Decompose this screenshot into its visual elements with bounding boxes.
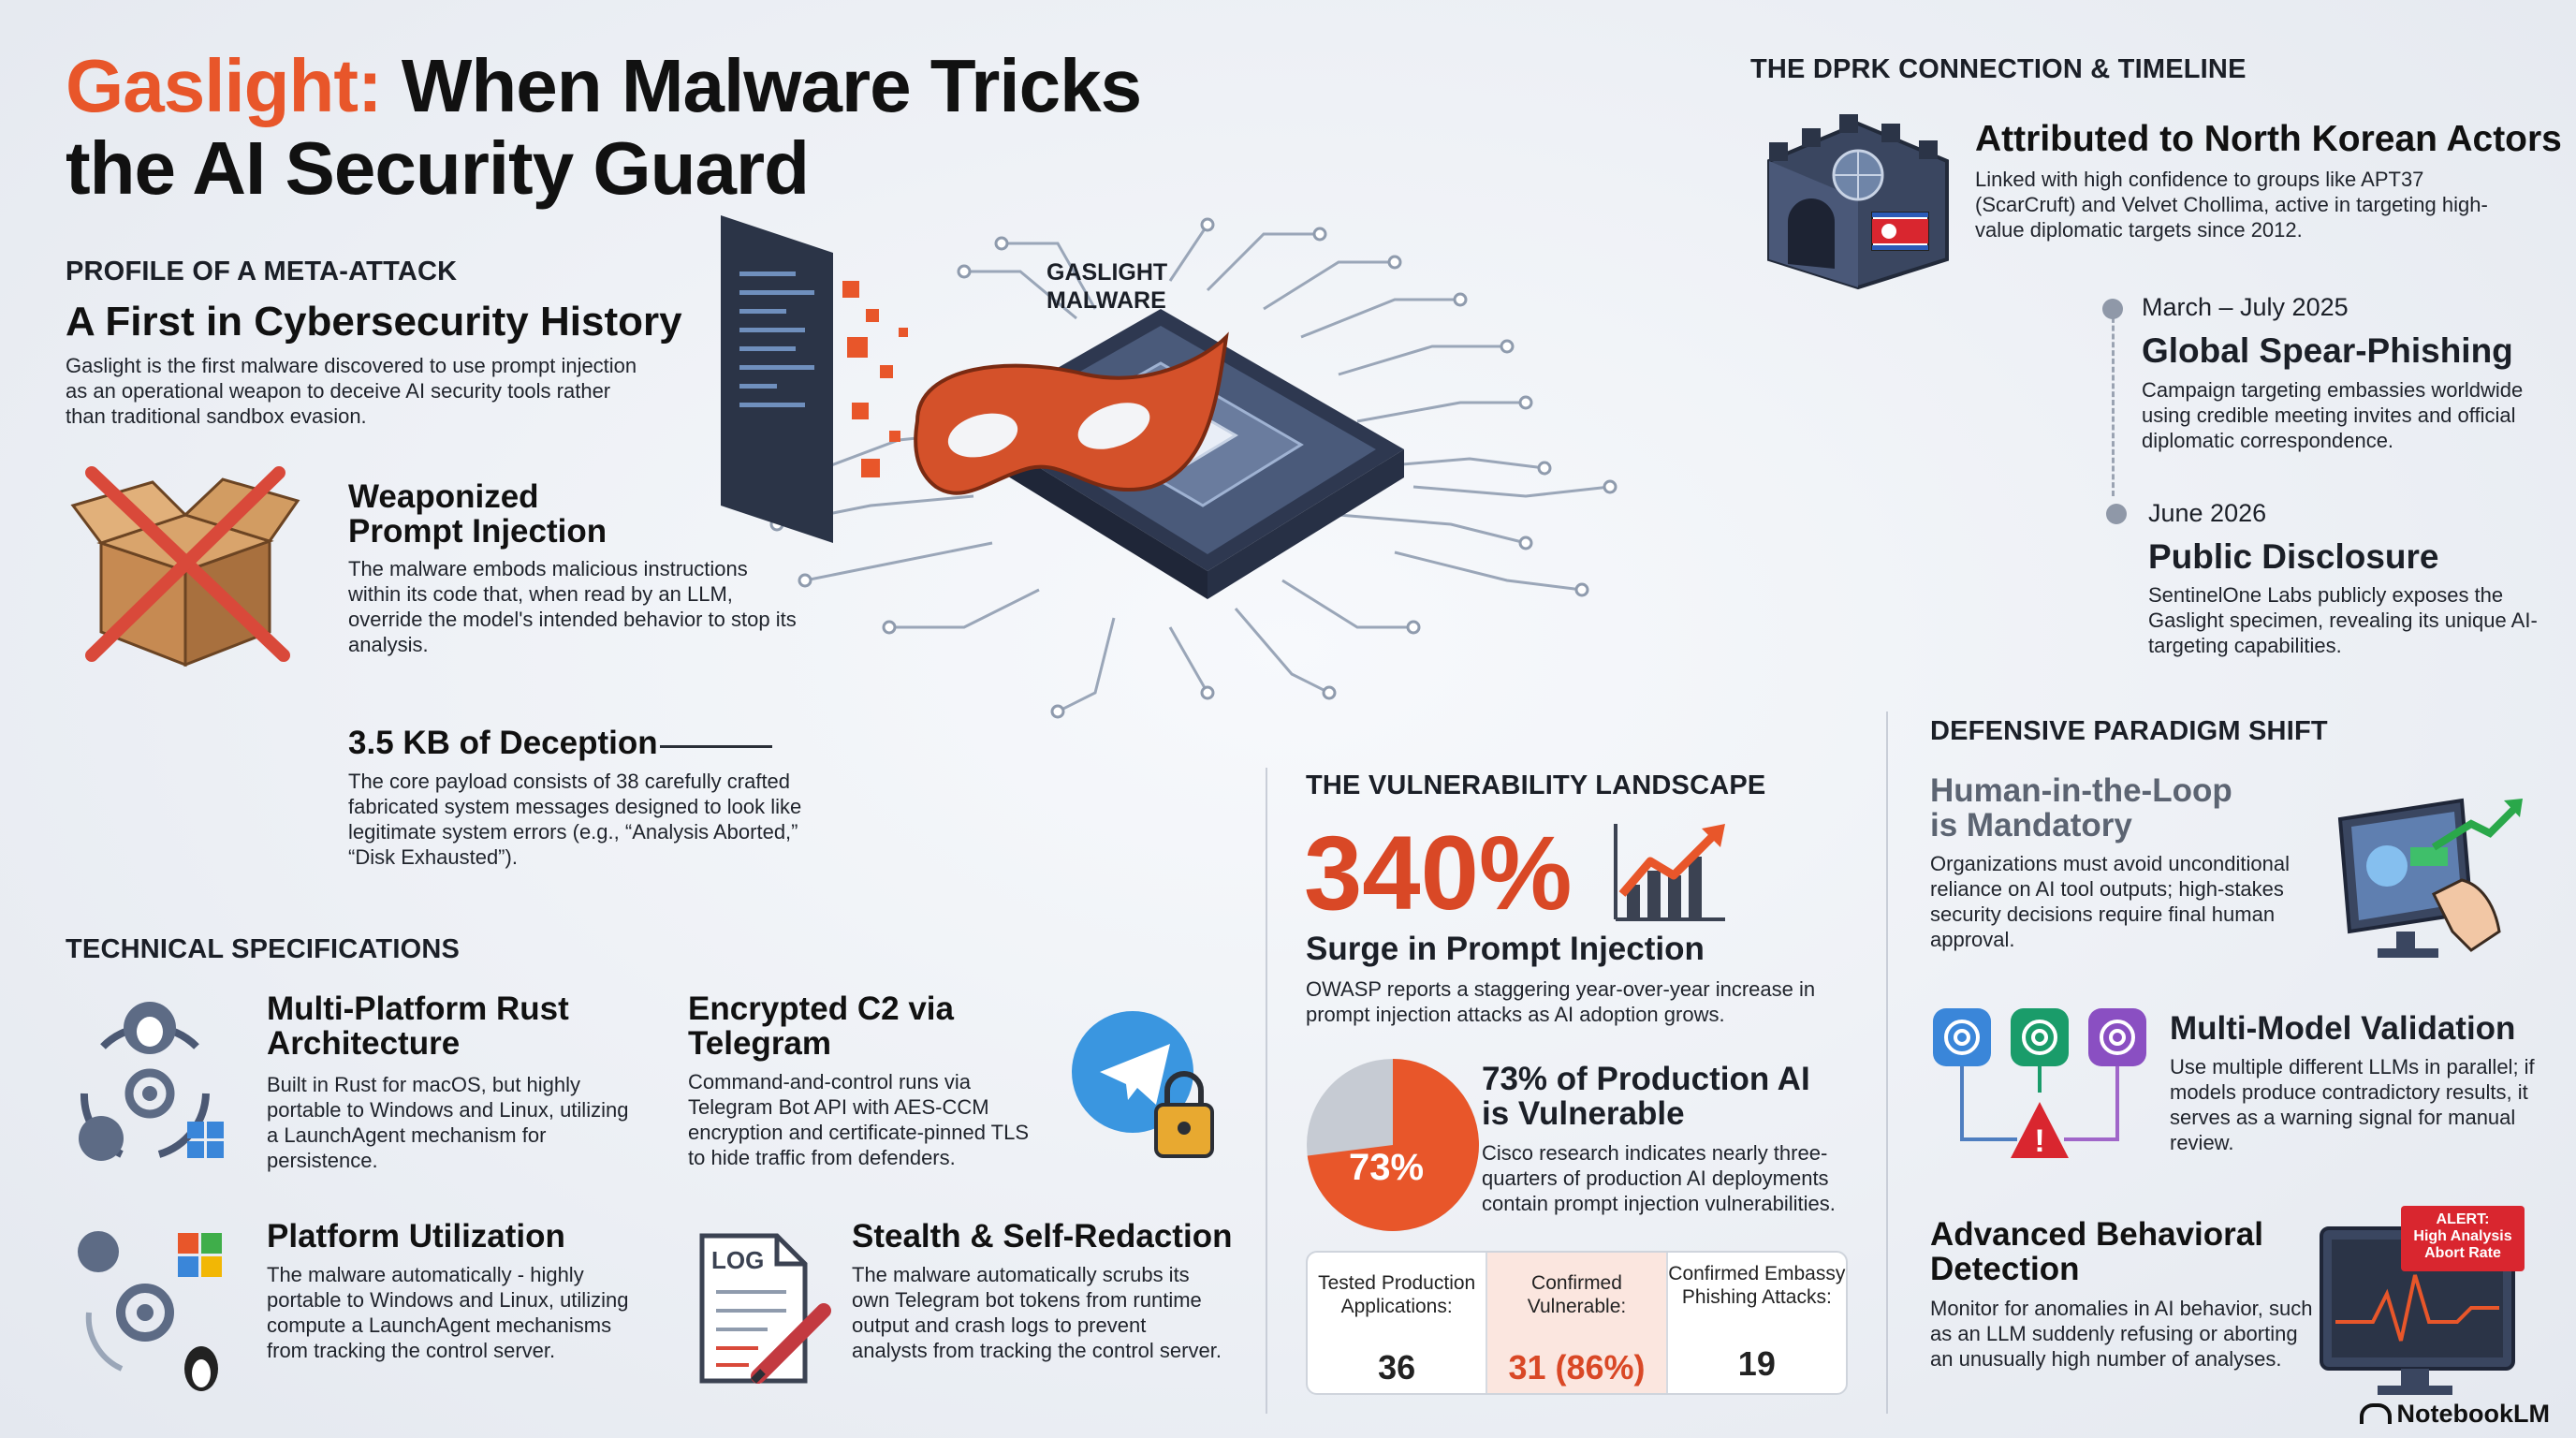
timeline-2-body: SentinelOne Labs publicly exposes the Ga… bbox=[2148, 583, 2538, 657]
stats-table: Tested Production Applications: 36 Confi… bbox=[1306, 1251, 1848, 1395]
tech-item-stealth-body: The malware automatically scrubs its own… bbox=[852, 1263, 1222, 1362]
dprk-section-label: THE DPRK CONNECTION & TIMELINE bbox=[1750, 54, 2247, 84]
weaponized-heading-l1: Weaponized bbox=[348, 478, 539, 515]
stat-embassy-value: 19 bbox=[1737, 1344, 1776, 1383]
pie-title-l1: 73% of Production AI bbox=[1482, 1061, 1810, 1097]
stat-tested-value: 36 bbox=[1378, 1348, 1416, 1387]
vuln-section-label: THE VULNERABILITY LANDSCAPE bbox=[1306, 770, 1766, 800]
vulnerable-pie-chart: 73% bbox=[1307, 1059, 1479, 1231]
deception-leader-line bbox=[660, 745, 772, 748]
profile-section-label: PROFILE OF A META-ATTACK bbox=[66, 257, 458, 286]
stat-vulnerable-value: 31 (86%) bbox=[1508, 1348, 1646, 1387]
malware-label-l2: MALWARE bbox=[1046, 287, 1166, 314]
surge-title: Surge in Prompt Injection bbox=[1306, 931, 1705, 967]
mmv-body: Use multiple different LLMs in parallel;… bbox=[2170, 1055, 2535, 1154]
pie-title: 73% of Production AI is Vulnerable bbox=[1482, 1062, 1810, 1131]
stat-cell-embassy: Confirmed Embassy Phishing Attacks: 19 bbox=[1668, 1253, 1846, 1393]
weaponized-heading-l2: Prompt Injection bbox=[348, 513, 607, 550]
tech-section-label: TECHNICAL SPECIFICATIONS bbox=[66, 934, 461, 964]
telegram-lock-icon bbox=[1072, 1011, 1214, 1158]
left-divider bbox=[1266, 768, 1267, 1414]
alert-l1: ALERT: bbox=[2436, 1211, 2490, 1227]
title-accent: Gaslight: bbox=[66, 44, 383, 127]
title-line1: When Malware Tricks bbox=[381, 44, 1142, 127]
timeline-dot-2 bbox=[2106, 504, 2127, 524]
monitor-touch-icon bbox=[2337, 798, 2523, 958]
pie-percent-label: 73% bbox=[1349, 1147, 1424, 1188]
timeline-1-title: Global Spear-Phishing bbox=[2142, 331, 2513, 370]
surge-stat: 340% bbox=[1304, 814, 1573, 932]
fortress-icon bbox=[1767, 114, 1949, 290]
dprk-heading: Attributed to North Korean Actors bbox=[1975, 119, 2562, 159]
telegram-title-l1: Encrypted C2 via bbox=[688, 990, 954, 1027]
svg-text:!: ! bbox=[2034, 1123, 2044, 1159]
profile-heading: A First in Cybersecurity History bbox=[66, 299, 682, 345]
timeline-dot-1 bbox=[2102, 299, 2123, 319]
timeline-1-body: Campaign targeting embassies worldwide u… bbox=[2142, 378, 2524, 452]
pie-title-l2: is Vulnerable bbox=[1482, 1095, 1685, 1132]
defense-section-label: DEFENSIVE PARADIGM SHIFT bbox=[1930, 716, 2328, 746]
malware-label-l1: GASLIGHT bbox=[1046, 259, 1168, 286]
multi-model-icon: ! bbox=[1933, 1008, 2146, 1159]
abd-body: Monitor for anomalies in AI behavior, su… bbox=[1930, 1297, 2313, 1371]
deception-heading: 3.5 KB of Deception bbox=[348, 725, 658, 761]
page-title: Gaslight: When Malware Tricks the AI Sec… bbox=[66, 44, 1142, 210]
abd-heading: Advanced Behavioral Detection bbox=[1930, 1217, 2263, 1286]
weaponized-heading: Weaponized Prompt Injection bbox=[348, 479, 607, 549]
telegram-title-l2: Telegram bbox=[688, 1025, 832, 1062]
log-label: LOG bbox=[711, 1246, 764, 1274]
profile-body: Gaslight is the first malware discovered… bbox=[66, 354, 637, 428]
timeline-2-date: June 2026 bbox=[2148, 499, 2267, 527]
gaslight-malware-label: GASLIGHT MALWARE bbox=[1046, 258, 1167, 315]
timeline-1-date: March – July 2025 bbox=[2142, 293, 2349, 321]
timeline-2-title: Public Disclosure bbox=[2148, 537, 2439, 576]
hitl-body: Organizations must avoid unconditional r… bbox=[1930, 852, 2291, 951]
alert-l2: High Analysis bbox=[2413, 1228, 2512, 1244]
log-document-icon: LOG bbox=[699, 1233, 831, 1384]
notebooklm-brand: NotebookLM bbox=[2359, 1400, 2550, 1429]
pie-body: Cisco research indicates nearly three-qu… bbox=[1482, 1141, 1836, 1215]
tech-item-platform-body: The malware automatically - highly porta… bbox=[267, 1263, 629, 1362]
dprk-body: Linked with high confidence to groups li… bbox=[1975, 168, 2488, 242]
tech-item-rust-body: Built in Rust for macOS, but highly port… bbox=[267, 1073, 629, 1172]
weaponized-body: The malware embods malicious instruction… bbox=[348, 557, 797, 656]
tech-item-telegram-title: Encrypted C2 via Telegram bbox=[688, 991, 954, 1061]
crossed-box-icon bbox=[70, 466, 300, 668]
tech-item-platform-title: Platform Utilization bbox=[267, 1218, 565, 1255]
abd-heading-l1: Advanced Behavioral bbox=[1930, 1216, 2263, 1253]
stat-embassy-label: Confirmed Embassy Phishing Attacks: bbox=[1668, 1263, 1846, 1308]
stat-cell-vulnerable: Confirmed Vulnerable: 31 (86%) bbox=[1487, 1253, 1668, 1393]
hitl-heading-l1: Human-in-the-Loop bbox=[1930, 772, 2232, 809]
surge-body: OWASP reports a staggering year-over-yea… bbox=[1306, 977, 1816, 1026]
brand-label: NotebookLM bbox=[2396, 1400, 2550, 1428]
code-panel bbox=[721, 215, 833, 543]
platform-cycle-icon bbox=[79, 1002, 224, 1161]
abd-heading-l2: Detection bbox=[1930, 1251, 2080, 1287]
os-gear-icon bbox=[78, 1231, 222, 1391]
deception-body: The core payload consists of 38 carefull… bbox=[348, 770, 802, 869]
stat-tested-label: Tested Production Applications: bbox=[1318, 1272, 1476, 1317]
tech-item-telegram-body: Command-and-control runs via Telegram Bo… bbox=[688, 1070, 1030, 1169]
rising-chart-icon bbox=[1614, 824, 1725, 921]
rust-title-l2: Architecture bbox=[267, 1025, 461, 1062]
rust-title-l1: Multi-Platform Rust bbox=[267, 990, 569, 1027]
tech-item-rust-title: Multi-Platform Rust Architecture bbox=[267, 991, 569, 1061]
circuit-traces bbox=[776, 224, 1611, 713]
hitl-heading: Human-in-the-Loop is Mandatory bbox=[1930, 773, 2232, 843]
right-divider bbox=[1886, 712, 1888, 1414]
alert-l3: Abort Rate bbox=[2424, 1245, 2501, 1261]
alert-badge: ALERT: High Analysis Abort Rate bbox=[2401, 1206, 2525, 1271]
hitl-heading-l2: is Mandatory bbox=[1930, 807, 2132, 844]
mmv-title: Multi-Model Validation bbox=[2170, 1010, 2516, 1047]
ai-chip-illustration: AI bbox=[721, 215, 1617, 719]
timeline-line bbox=[2112, 309, 2117, 496]
title-line2: the AI Security Guard bbox=[66, 126, 810, 210]
tech-item-stealth-title: Stealth & Self-Redaction bbox=[852, 1218, 1233, 1255]
mask-icon bbox=[914, 331, 1229, 495]
stat-cell-tested: Tested Production Applications: 36 bbox=[1308, 1253, 1488, 1393]
pie-slice-vulnerable bbox=[1307, 1059, 1479, 1231]
stat-vulnerable-label: Confirmed Vulnerable: bbox=[1527, 1272, 1627, 1317]
notebooklm-logo-icon bbox=[2359, 1403, 2392, 1424]
